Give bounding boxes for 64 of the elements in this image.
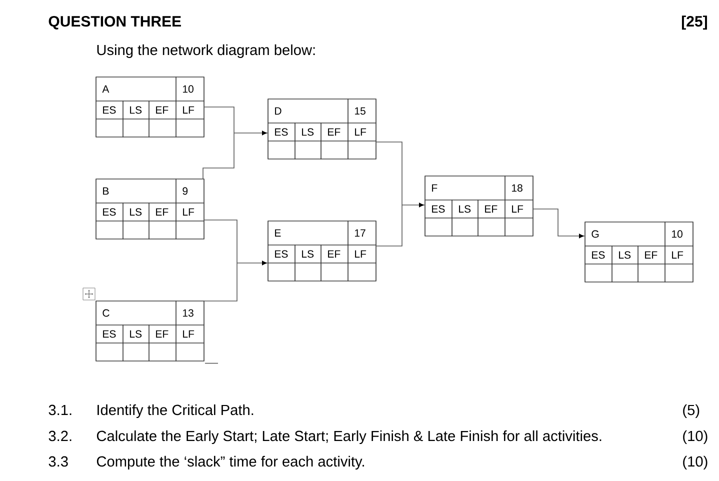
activity-name-cell: A [96, 76, 176, 102]
column-header-cell: ES [424, 200, 452, 218]
column-header-cell: LS [612, 246, 638, 264]
duration-cell: 9 [176, 178, 204, 204]
column-header-cell: LF [664, 246, 694, 264]
heading: QUESTION THREE [48, 16, 181, 30]
column-header-cell: LS [294, 244, 322, 264]
column-header-cell: LF [176, 100, 204, 120]
question-text: Calculate the Early Start; Late Start; Early Finish & Late Finish for all activities. [96, 430, 602, 444]
column-header-cell: LS [294, 122, 322, 142]
duration-cell: 13 [176, 300, 204, 326]
column-header-cell: ES [96, 100, 124, 120]
column-header-cell: EF [148, 324, 176, 344]
question-number: 3.3 [48, 456, 68, 467]
column-header-cell: ES [96, 202, 124, 222]
question-number: 3.1. [48, 404, 72, 416]
column-header-cell: LF [348, 122, 376, 142]
column-header-cell: LF [504, 200, 534, 218]
instruction-text: Using the network diagram below: [97, 44, 315, 58]
column-header-cell: EF [148, 100, 176, 120]
column-header-cell: LS [452, 200, 478, 218]
question-text: Identify the Critical Path. [98, 404, 254, 418]
column-header-cell: EF [148, 202, 176, 222]
activity-name-cell: F [424, 176, 506, 200]
activity-name-cell: C [96, 300, 176, 326]
activity-name-cell: G [584, 222, 666, 246]
column-header-cell: EF [638, 246, 666, 264]
duration-cell: 15 [348, 98, 376, 124]
column-header-cell: LS [122, 324, 150, 344]
column-header-cell: LS [122, 202, 150, 222]
column-header-cell: ES [268, 244, 296, 264]
question-text: Compute the ‘slack” time for each activity. [96, 456, 364, 470]
duration-cell: 10 [176, 76, 204, 102]
column-header-cell: EF [478, 200, 506, 218]
connector-line [204, 220, 238, 264]
activity-name-cell: B [96, 178, 176, 204]
arrow [532, 208, 584, 238]
activity-name-cell: D [268, 98, 348, 124]
connector-line [376, 142, 402, 206]
column-header-cell: LF [176, 202, 204, 222]
arrow [234, 130, 267, 136]
connector-line [376, 204, 402, 246]
connector-line [202, 132, 234, 180]
duration-cell: 17 [348, 220, 376, 246]
arrow [236, 260, 267, 266]
column-header-cell: LF [348, 244, 376, 264]
marks-label: (5) [683, 404, 700, 418]
marks-label: [25] [682, 16, 707, 30]
column-header-cell: ES [584, 246, 612, 264]
question-number: 3.2. [48, 430, 72, 442]
duration-cell: 18 [504, 176, 534, 200]
arrow [402, 202, 424, 208]
column-header-cell: LF [176, 324, 204, 344]
activity-name-cell: E [268, 220, 348, 246]
marks-label: (10) [683, 456, 708, 470]
column-header-cell: EF [320, 122, 348, 142]
connector-line [204, 262, 238, 302]
marks-label: (10) [683, 430, 708, 444]
duration-cell: 10 [664, 222, 694, 246]
column-header-cell: EF [320, 244, 348, 264]
column-header-cell: ES [96, 324, 124, 344]
column-header-cell: ES [268, 122, 296, 142]
connector-line [204, 106, 234, 134]
column-header-cell: LS [122, 100, 150, 120]
